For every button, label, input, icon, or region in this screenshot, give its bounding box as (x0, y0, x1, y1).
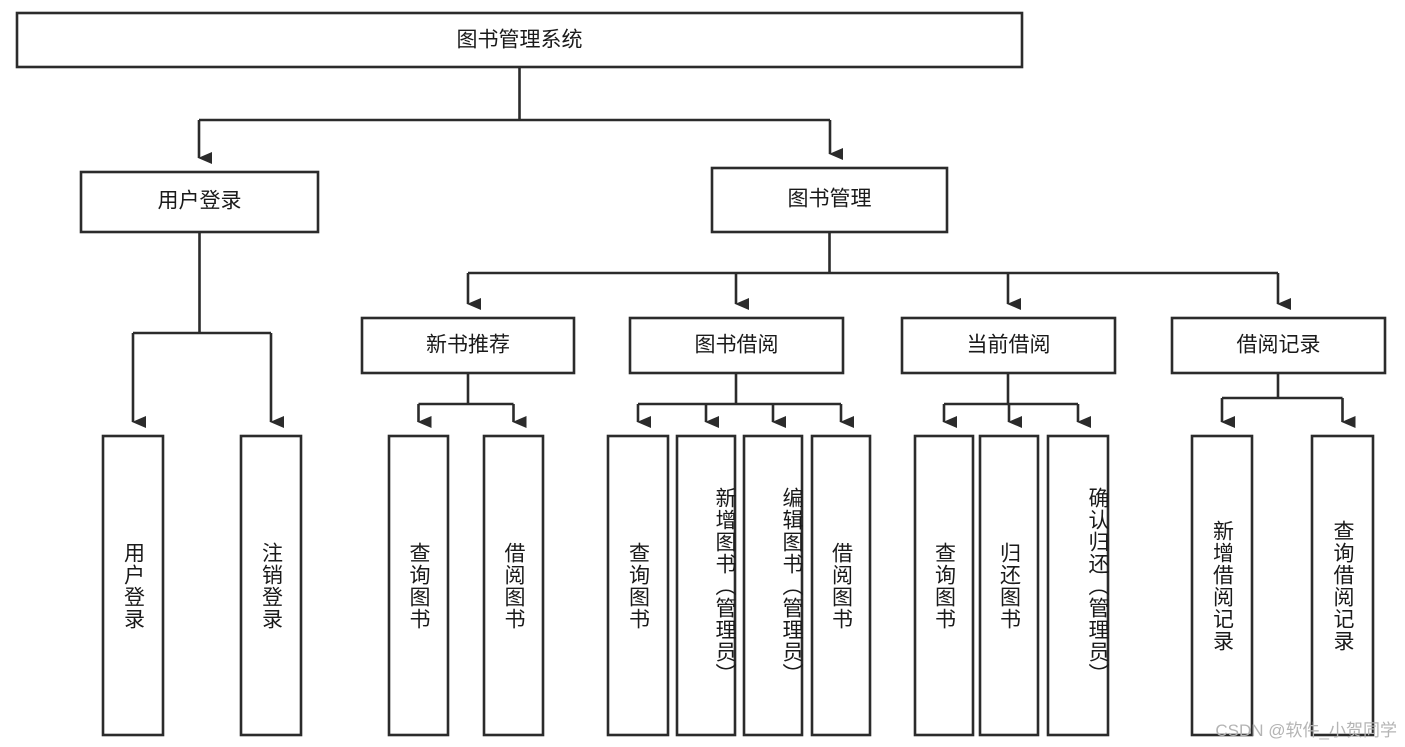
node-book-borrow[interactable]: 图书借阅 (628, 316, 845, 375)
leaf-box-borrow-book-rec[interactable] (482, 434, 545, 737)
leaf-box-logout[interactable] (239, 434, 303, 737)
node-root-label: 图书管理系统 (457, 29, 583, 52)
leaf-boxes-layer (101, 434, 1375, 737)
node-book-management[interactable]: 图书管理 (710, 166, 949, 234)
leaf-box-query-book-borrow[interactable] (606, 434, 670, 737)
leaf-box-add-borrow-record[interactable] (1190, 434, 1254, 737)
watermark-text: CSDN @软件_小贺同学 (1215, 721, 1397, 740)
node-book-borrow-label: 图书借阅 (695, 334, 779, 357)
node-borrow-records[interactable]: 借阅记录 (1170, 316, 1387, 375)
node-root-box[interactable] (15, 11, 1024, 69)
node-current-borrow[interactable]: 当前借阅 (900, 316, 1117, 375)
node-current-borrow-box[interactable] (900, 316, 1117, 375)
node-borrow-records-label: 借阅记录 (1237, 334, 1321, 357)
node-new-book-recommend-label: 新书推荐 (426, 334, 510, 357)
node-new-book-recommend-box[interactable] (360, 316, 576, 375)
leaf-box-query-book-current[interactable] (913, 434, 975, 737)
node-user-login-box[interactable] (79, 170, 320, 234)
node-book-management-box[interactable] (710, 166, 949, 234)
leaf-box-confirm-return-admin[interactable] (1046, 434, 1110, 737)
node-new-book-recommend[interactable]: 新书推荐 (360, 316, 576, 375)
leaf-box-return-book[interactable] (978, 434, 1040, 737)
node-borrow-records-box[interactable] (1170, 316, 1387, 375)
leaf-box-user-login[interactable] (101, 434, 165, 737)
leaf-box-add-book-admin[interactable] (675, 434, 737, 737)
leaf-box-query-borrow-record[interactable] (1310, 434, 1375, 737)
node-book-borrow-box[interactable] (628, 316, 845, 375)
connector-layer (131, 67, 1356, 428)
node-user-login[interactable]: 用户登录 (79, 170, 320, 234)
node-root[interactable]: 图书管理系统 (15, 11, 1024, 69)
leaf-box-edit-book-admin[interactable] (742, 434, 804, 737)
leaf-box-borrow-book[interactable] (810, 434, 872, 737)
node-book-management-label: 图书管理 (788, 188, 872, 211)
node-current-borrow-label: 当前借阅 (967, 334, 1051, 357)
leaf-box-query-book-rec[interactable] (387, 434, 450, 737)
node-user-login-label: 用户登录 (158, 190, 242, 213)
